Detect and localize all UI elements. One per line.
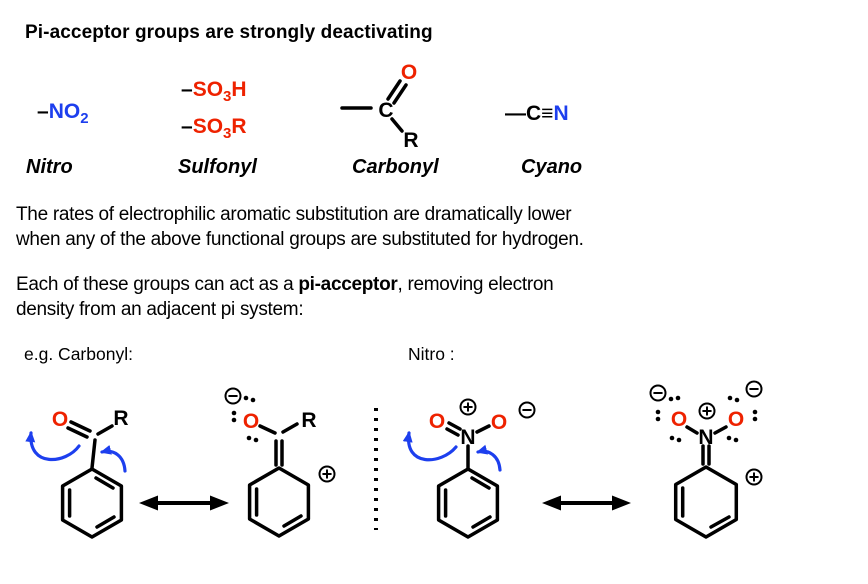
atom-label-r: R [113, 407, 128, 430]
atom-label-o: O [429, 410, 445, 433]
p2-post: , removing electron [397, 274, 554, 295]
cyano-formula: —C≡N [505, 102, 569, 126]
nitro-label: Nitro [26, 156, 73, 178]
cyano-triple-bond: ≡ [541, 102, 554, 125]
atom-label-o: O [491, 411, 507, 434]
plus-charge-icon [698, 402, 716, 420]
paragraph-pi-acceptor-line2: density from an adjacent pi system: [16, 299, 304, 320]
nitro-main: NO [48, 100, 81, 123]
minus-charge-icon [649, 384, 667, 402]
sulfonyl-dash-2: – [181, 115, 193, 138]
lone-pair-dots [655, 395, 758, 443]
minus-charge-icon [745, 380, 763, 398]
plus-charge-icon [745, 468, 763, 486]
cyano-c: C [526, 102, 542, 125]
plus-charge-icon [318, 465, 336, 483]
resonance-arrow [139, 495, 229, 511]
atom-label-n: N [460, 426, 475, 449]
benzaldehyde-structure: O R [25, 407, 129, 539]
atom-label-o: O [52, 408, 68, 431]
electron-push-arrow [100, 444, 127, 473]
lone-pair-dots [231, 395, 259, 443]
minus-charge-icon [224, 387, 242, 405]
paragraph-pi-acceptor-line1: Each of these groups can act as a pi-acc… [16, 272, 554, 297]
carbonyl-label: Carbonyl [352, 156, 439, 178]
atom-label-o: O [243, 410, 259, 433]
plus-charge-icon [459, 398, 477, 416]
atom-label-o: O [671, 408, 687, 431]
minus-charge-icon [518, 401, 536, 419]
atom-label-n: N [698, 426, 713, 449]
sulfonyl-subscript-2: 3 [223, 125, 232, 142]
nitro-subscript: 2 [80, 110, 89, 127]
paragraph-rates-line1: The rates of electrophilic aromatic subs… [16, 204, 572, 225]
p2-pre: Each of these groups can act as a [16, 274, 299, 295]
sulfonyl-suffix-h: H [231, 78, 247, 101]
example-nitro-label: Nitro : [408, 344, 455, 364]
paragraph-pi-acceptor: Each of these groups can act as a pi-acc… [16, 272, 554, 322]
paragraph-rates: The rates of electrophilic aromatic subs… [16, 202, 584, 252]
sulfonyl-label: Sulfonyl [178, 156, 257, 178]
nitrobenzene-structure: O O N [402, 398, 536, 539]
atom-label-o: O [401, 61, 417, 84]
sulfonyl-main-2: SO [192, 115, 224, 138]
electron-push-arrow [476, 444, 502, 472]
cyano-label: Cyano [521, 156, 583, 178]
electron-push-arrow [25, 431, 81, 461]
sulfonyl-dash: – [181, 78, 193, 101]
resonance-arrow [542, 495, 631, 511]
atom-label-r: R [403, 129, 418, 152]
sulfonyl-suffix-r: R [231, 115, 247, 138]
cyano-n: N [553, 102, 569, 125]
atom-label-r: R [301, 409, 316, 432]
example-carbonyl-label: e.g. Carbonyl: [24, 344, 133, 364]
page-title: Pi-acceptor groups are strongly deactiva… [25, 22, 433, 43]
p2-bold-term: pi-acceptor [298, 274, 398, 295]
carbonyl-resonance-structure: O R [224, 387, 336, 538]
atom-label-c: C [378, 99, 393, 122]
sulfonyl-subscript: 3 [223, 88, 232, 105]
nitro-resonance-structure: O O N [649, 380, 763, 539]
cyano-dash: — [505, 102, 526, 125]
electron-push-arrow [402, 431, 458, 462]
paragraph-rates-line2: when any of the above functional groups … [16, 229, 584, 250]
nitro-formula: –NO2 [37, 100, 89, 127]
atom-label-o: O [728, 408, 744, 431]
sulfonyl-formula-1: –SO3H [181, 78, 247, 105]
sulfonyl-main: SO [192, 78, 224, 101]
sulfonyl-formula-2: –SO3R [181, 115, 247, 142]
carbonyl-group-structure: C O R [340, 61, 419, 152]
nitro-dash: – [37, 100, 49, 123]
